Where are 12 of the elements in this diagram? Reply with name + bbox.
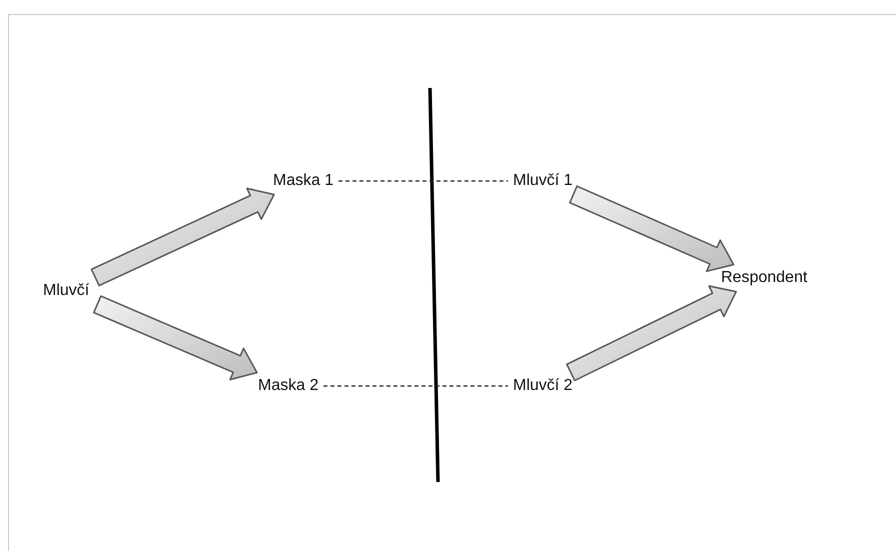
block-arrow (93, 295, 258, 380)
block-arrow (566, 285, 737, 382)
block-arrow (90, 188, 275, 286)
node-label: Respondent (718, 267, 810, 289)
node-label: Maska 1 (270, 170, 336, 192)
dashed-line (323, 385, 508, 387)
node-label: Maska 2 (255, 375, 322, 397)
node-label: Mluvčí 2 (510, 375, 576, 397)
node-label: Mluvčí 1 (510, 170, 576, 192)
node-label: Mluvčí (40, 280, 92, 302)
dashed-line (338, 180, 508, 182)
block-arrow (569, 185, 734, 272)
